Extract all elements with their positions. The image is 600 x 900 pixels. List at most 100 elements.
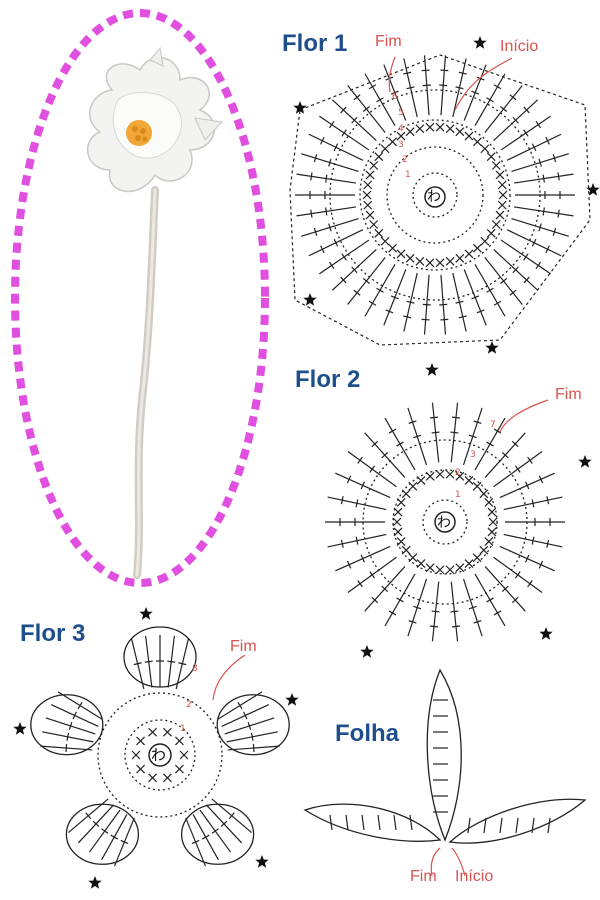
stitch-mark — [479, 545, 489, 555]
stitch-mark — [328, 120, 335, 129]
stitch-mark — [487, 507, 497, 517]
stitch-mark — [310, 172, 313, 181]
stitch-mark — [401, 545, 411, 555]
stitch-mark — [514, 465, 521, 473]
stitch-mark — [473, 620, 482, 624]
stitch-mark — [440, 318, 449, 321]
stitch-mark — [495, 170, 505, 180]
stitch-mark — [479, 489, 489, 499]
stitch-mark — [531, 536, 535, 545]
stitch-mark — [381, 451, 389, 459]
stitch-mark — [396, 537, 406, 546]
stitch-mark — [371, 596, 379, 604]
stitch-mark — [493, 610, 502, 616]
stitch-mark — [201, 834, 210, 840]
flower1-diagram — [289, 54, 591, 346]
stitch-mark — [68, 721, 73, 730]
stitch-mark — [65, 744, 68, 753]
stitch-mark — [488, 517, 498, 527]
stitch-mark — [525, 481, 530, 490]
stitch-mark — [393, 527, 403, 537]
stitch-mark — [362, 106, 370, 112]
stitch-mark — [211, 828, 219, 834]
stitch-mark — [500, 106, 508, 112]
stitch-mark — [408, 481, 418, 491]
stitch-mark — [422, 84, 431, 87]
stitch-mark — [355, 499, 359, 508]
leaf-diagram — [303, 668, 587, 844]
stitch-mark — [511, 440, 519, 448]
stitch-mark — [552, 154, 557, 163]
stitch-mark — [390, 295, 399, 300]
stitch-mark — [360, 554, 365, 563]
stitch-mark — [415, 256, 425, 266]
stitch-mark — [179, 750, 189, 760]
stitch-mark — [329, 814, 333, 831]
stitch-mark — [66, 732, 70, 741]
stitch-mark — [435, 565, 445, 575]
flower3-petal — [65, 803, 140, 865]
photo-flower — [86, 46, 224, 192]
stitch-mark — [497, 200, 507, 210]
stitch-mark — [388, 610, 397, 616]
star-markers — [13, 36, 600, 889]
stitch-mark — [483, 817, 487, 834]
flower1-end-label: Fim — [375, 33, 402, 50]
star-icon — [139, 607, 153, 620]
leaf-start-label: Início — [455, 868, 494, 885]
f1-row-5: 5 — [398, 108, 404, 118]
stitch-mark — [542, 207, 545, 216]
stitch-mark — [538, 223, 542, 232]
stitch-mark — [535, 120, 542, 129]
stitch-mark — [464, 476, 474, 485]
flower1-center-symbol: わ — [427, 189, 441, 205]
stitch-mark — [178, 662, 187, 666]
stitch-mark — [471, 90, 480, 95]
stitch-mark — [486, 441, 494, 447]
stitch-mark — [416, 559, 426, 568]
stitch-mark — [409, 814, 413, 831]
stitch-mark — [509, 94, 517, 101]
stitch-mark — [136, 736, 146, 746]
stitch-mark — [493, 300, 502, 306]
stitch-mark — [396, 131, 406, 141]
stitch-mark — [471, 295, 480, 300]
stitch-mark — [451, 625, 461, 628]
stitch-mark — [523, 253, 529, 261]
stitch-mark — [445, 469, 455, 479]
stitch-mark — [320, 245, 325, 254]
stitch-mark — [486, 597, 494, 603]
stitch-mark — [351, 116, 358, 124]
stitch-mark — [501, 585, 509, 593]
stitch-mark — [346, 475, 352, 484]
stitch-mark — [374, 152, 384, 162]
stitch-mark — [538, 158, 542, 167]
stitch-mark — [377, 814, 381, 831]
stitch-mark — [439, 303, 448, 306]
stitch-mark — [136, 764, 146, 774]
star-icon — [255, 855, 269, 868]
stitch-mark — [392, 517, 402, 527]
stitch-mark — [455, 300, 464, 304]
stitch-mark — [450, 431, 459, 434]
stitch-mark — [408, 620, 417, 624]
stitch-mark — [406, 300, 415, 304]
f2-row-3: 3 — [470, 450, 476, 460]
stitch-mark — [191, 839, 200, 845]
photo-frame — [11, 9, 269, 587]
stitch-mark — [455, 127, 465, 137]
stitch-mark — [515, 817, 519, 834]
flower3-title: Flor 3 — [20, 620, 86, 647]
stitch-mark — [325, 207, 328, 216]
stitch-mark — [403, 315, 412, 319]
stitch-mark — [547, 817, 551, 834]
stitch-mark — [345, 814, 349, 831]
stitch-mark — [525, 554, 530, 563]
stitch-mark — [148, 727, 158, 737]
star-icon — [425, 363, 439, 376]
f1-row-6: 6 — [392, 92, 398, 102]
stitch-mark — [498, 190, 508, 200]
stitch-mark — [351, 266, 358, 274]
flower3-petal — [30, 694, 104, 756]
flower3-end-label: Fim — [230, 638, 257, 655]
